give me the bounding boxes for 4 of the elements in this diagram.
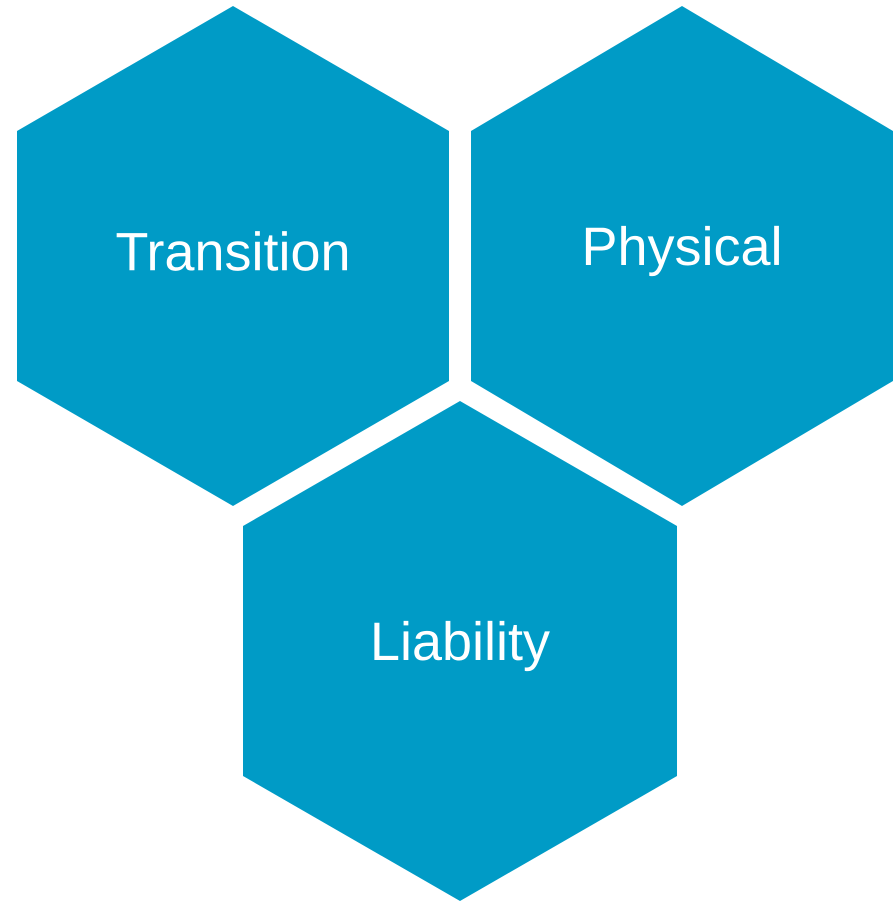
hexagon: Liability bbox=[243, 401, 678, 901]
hexagon: Transition bbox=[17, 6, 449, 506]
node-label: Liability bbox=[374, 620, 550, 672]
hexagon: Physical bbox=[471, 6, 893, 506]
